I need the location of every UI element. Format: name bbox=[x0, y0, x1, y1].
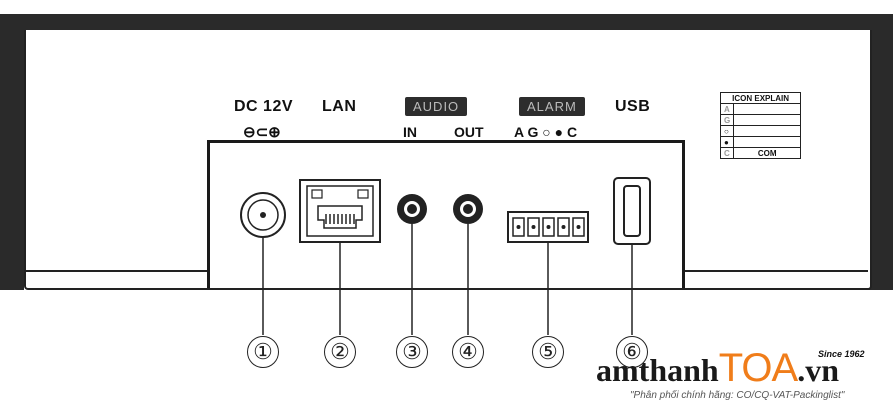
brand-right: .vn bbox=[797, 352, 840, 388]
dc-polarity-icon: ⊖⊂⊕ bbox=[243, 124, 281, 141]
callout-3: ③ bbox=[396, 336, 428, 368]
audio-in-label: IN bbox=[403, 124, 417, 140]
audio-in-jack-icon bbox=[397, 194, 427, 224]
audio-out-jack-icon bbox=[453, 194, 483, 224]
callout-6: ⑥ bbox=[616, 336, 648, 368]
callout-2: ② bbox=[324, 336, 356, 368]
brand-left: amthanh bbox=[596, 352, 719, 388]
callout-text: ② bbox=[330, 339, 350, 364]
callout-5: ⑤ bbox=[532, 336, 564, 368]
dc-label: DC 12V bbox=[234, 98, 294, 115]
brand-since: Since 1962 bbox=[818, 349, 865, 359]
audio-out-label: OUT bbox=[454, 124, 484, 140]
icon-row-symbol: C bbox=[719, 147, 735, 159]
watermark-logo: amthanhTOA.vn bbox=[596, 346, 886, 391]
callout-text: ⑤ bbox=[538, 339, 558, 364]
brand-tagline: "Phân phối chính hãng: CO/CQ-VAT-Packing… bbox=[630, 390, 845, 401]
device-left-side bbox=[0, 30, 24, 290]
dc-jack-icon bbox=[240, 192, 286, 238]
callout-4: ④ bbox=[452, 336, 484, 368]
lan-port-icon bbox=[299, 179, 381, 243]
callout-1: ① bbox=[247, 336, 279, 368]
callout-text: ④ bbox=[458, 339, 478, 364]
lan-label: LAN bbox=[322, 98, 357, 115]
callout-text: ⑥ bbox=[622, 339, 642, 364]
alarm-pins-label: A G ○ ● C bbox=[514, 124, 578, 140]
callout-lines bbox=[262, 224, 633, 335]
icon-row-text: COM bbox=[733, 147, 802, 159]
callout-text: ① bbox=[253, 339, 273, 364]
alarm-label: ALARM bbox=[519, 97, 585, 116]
device-right-side bbox=[868, 30, 893, 290]
usb-port-icon bbox=[613, 177, 651, 245]
usb-label: USB bbox=[615, 98, 651, 115]
alarm-terminal-icon bbox=[507, 211, 589, 243]
audio-label: AUDIO bbox=[405, 97, 468, 116]
connector-panel bbox=[207, 140, 685, 288]
brand-toa: TOA bbox=[718, 346, 799, 390]
callout-text: ③ bbox=[402, 339, 422, 364]
icon-row-symbol: G bbox=[719, 114, 735, 126]
